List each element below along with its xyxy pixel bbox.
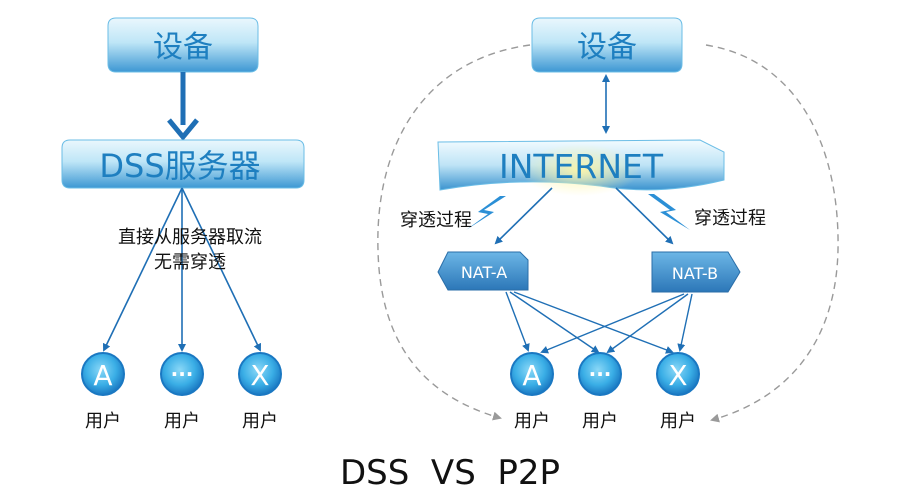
p2p-device-label: 设备	[577, 30, 637, 65]
internet-to-nat-a-arrow	[494, 187, 553, 245]
p2p-device-box: 设备	[531, 17, 683, 73]
p2p-user-dots-label: 用户	[582, 411, 618, 432]
p2p-user-dots-glyph: ···	[589, 362, 612, 386]
p2p-user-dots: ··· 用户	[578, 352, 622, 432]
p2p-dashed-arc-left	[377, 44, 531, 421]
p2p-diagram: 设备 INTERNET 穿透过程 穿透过程 NAT-A NAT-B	[377, 17, 839, 432]
dss-user-a-glyph: A	[93, 359, 112, 392]
nat-a-box: NAT-A	[437, 251, 529, 291]
p2p-user-x-glyph: X	[668, 359, 687, 392]
dss-stream-arrows	[102, 187, 262, 352]
dss-uplink-arrow	[167, 72, 199, 141]
dss-user-dots-glyph: ···	[171, 362, 194, 386]
dss-user-a-label: 用户	[85, 411, 121, 432]
dss-user-x-glyph: X	[250, 359, 269, 392]
internet-label: INTERNET	[499, 147, 664, 186]
dss-user-x: X 用户	[238, 352, 282, 432]
p2p-user-x: X 用户	[656, 352, 700, 432]
p2p-user-a-label: 用户	[514, 411, 550, 432]
p2p-user-a: A 用户	[510, 352, 554, 432]
dss-arrow-x	[181, 187, 262, 352]
dss-device-label: 设备	[153, 30, 213, 65]
p2p-dashed-arc-right	[705, 44, 839, 423]
traversal-bolt-left-icon	[466, 196, 506, 230]
nat-b-box: NAT-B	[651, 251, 741, 293]
dss-note-line1: 直接从服务器取流	[118, 227, 262, 248]
dss-note-line2: 无需穿透	[154, 252, 226, 273]
dss-user-a: A 用户	[81, 352, 125, 432]
nat-b-label: NAT-B	[672, 264, 718, 283]
dss-server-box: DSS服务器	[61, 139, 305, 189]
dss-device-box: 设备	[107, 17, 259, 73]
diagram-caption: DSS VS P2P	[340, 453, 560, 493]
nat-a-label: NAT-A	[461, 263, 507, 282]
dss-user-x-label: 用户	[242, 411, 278, 432]
dss-user-dots: ··· 用户	[160, 352, 204, 432]
internet-to-nat-b-arrow	[615, 187, 674, 245]
nat-user-mesh	[505, 291, 693, 354]
traversal-label-left: 穿透过程	[400, 210, 472, 231]
internet-banner: INTERNET	[437, 139, 725, 196]
dss-arrow-a	[102, 187, 183, 352]
dss-user-dots-label: 用户	[164, 411, 200, 432]
dss-server-label: DSS服务器	[99, 147, 260, 185]
p2p-user-a-glyph: A	[522, 359, 541, 392]
dss-diagram: 设备 DSS服务器 直接从服务器取流 无需穿透 A 用户	[61, 17, 305, 432]
traversal-label-right: 穿透过程	[694, 208, 766, 229]
p2p-user-x-label: 用户	[660, 411, 696, 432]
